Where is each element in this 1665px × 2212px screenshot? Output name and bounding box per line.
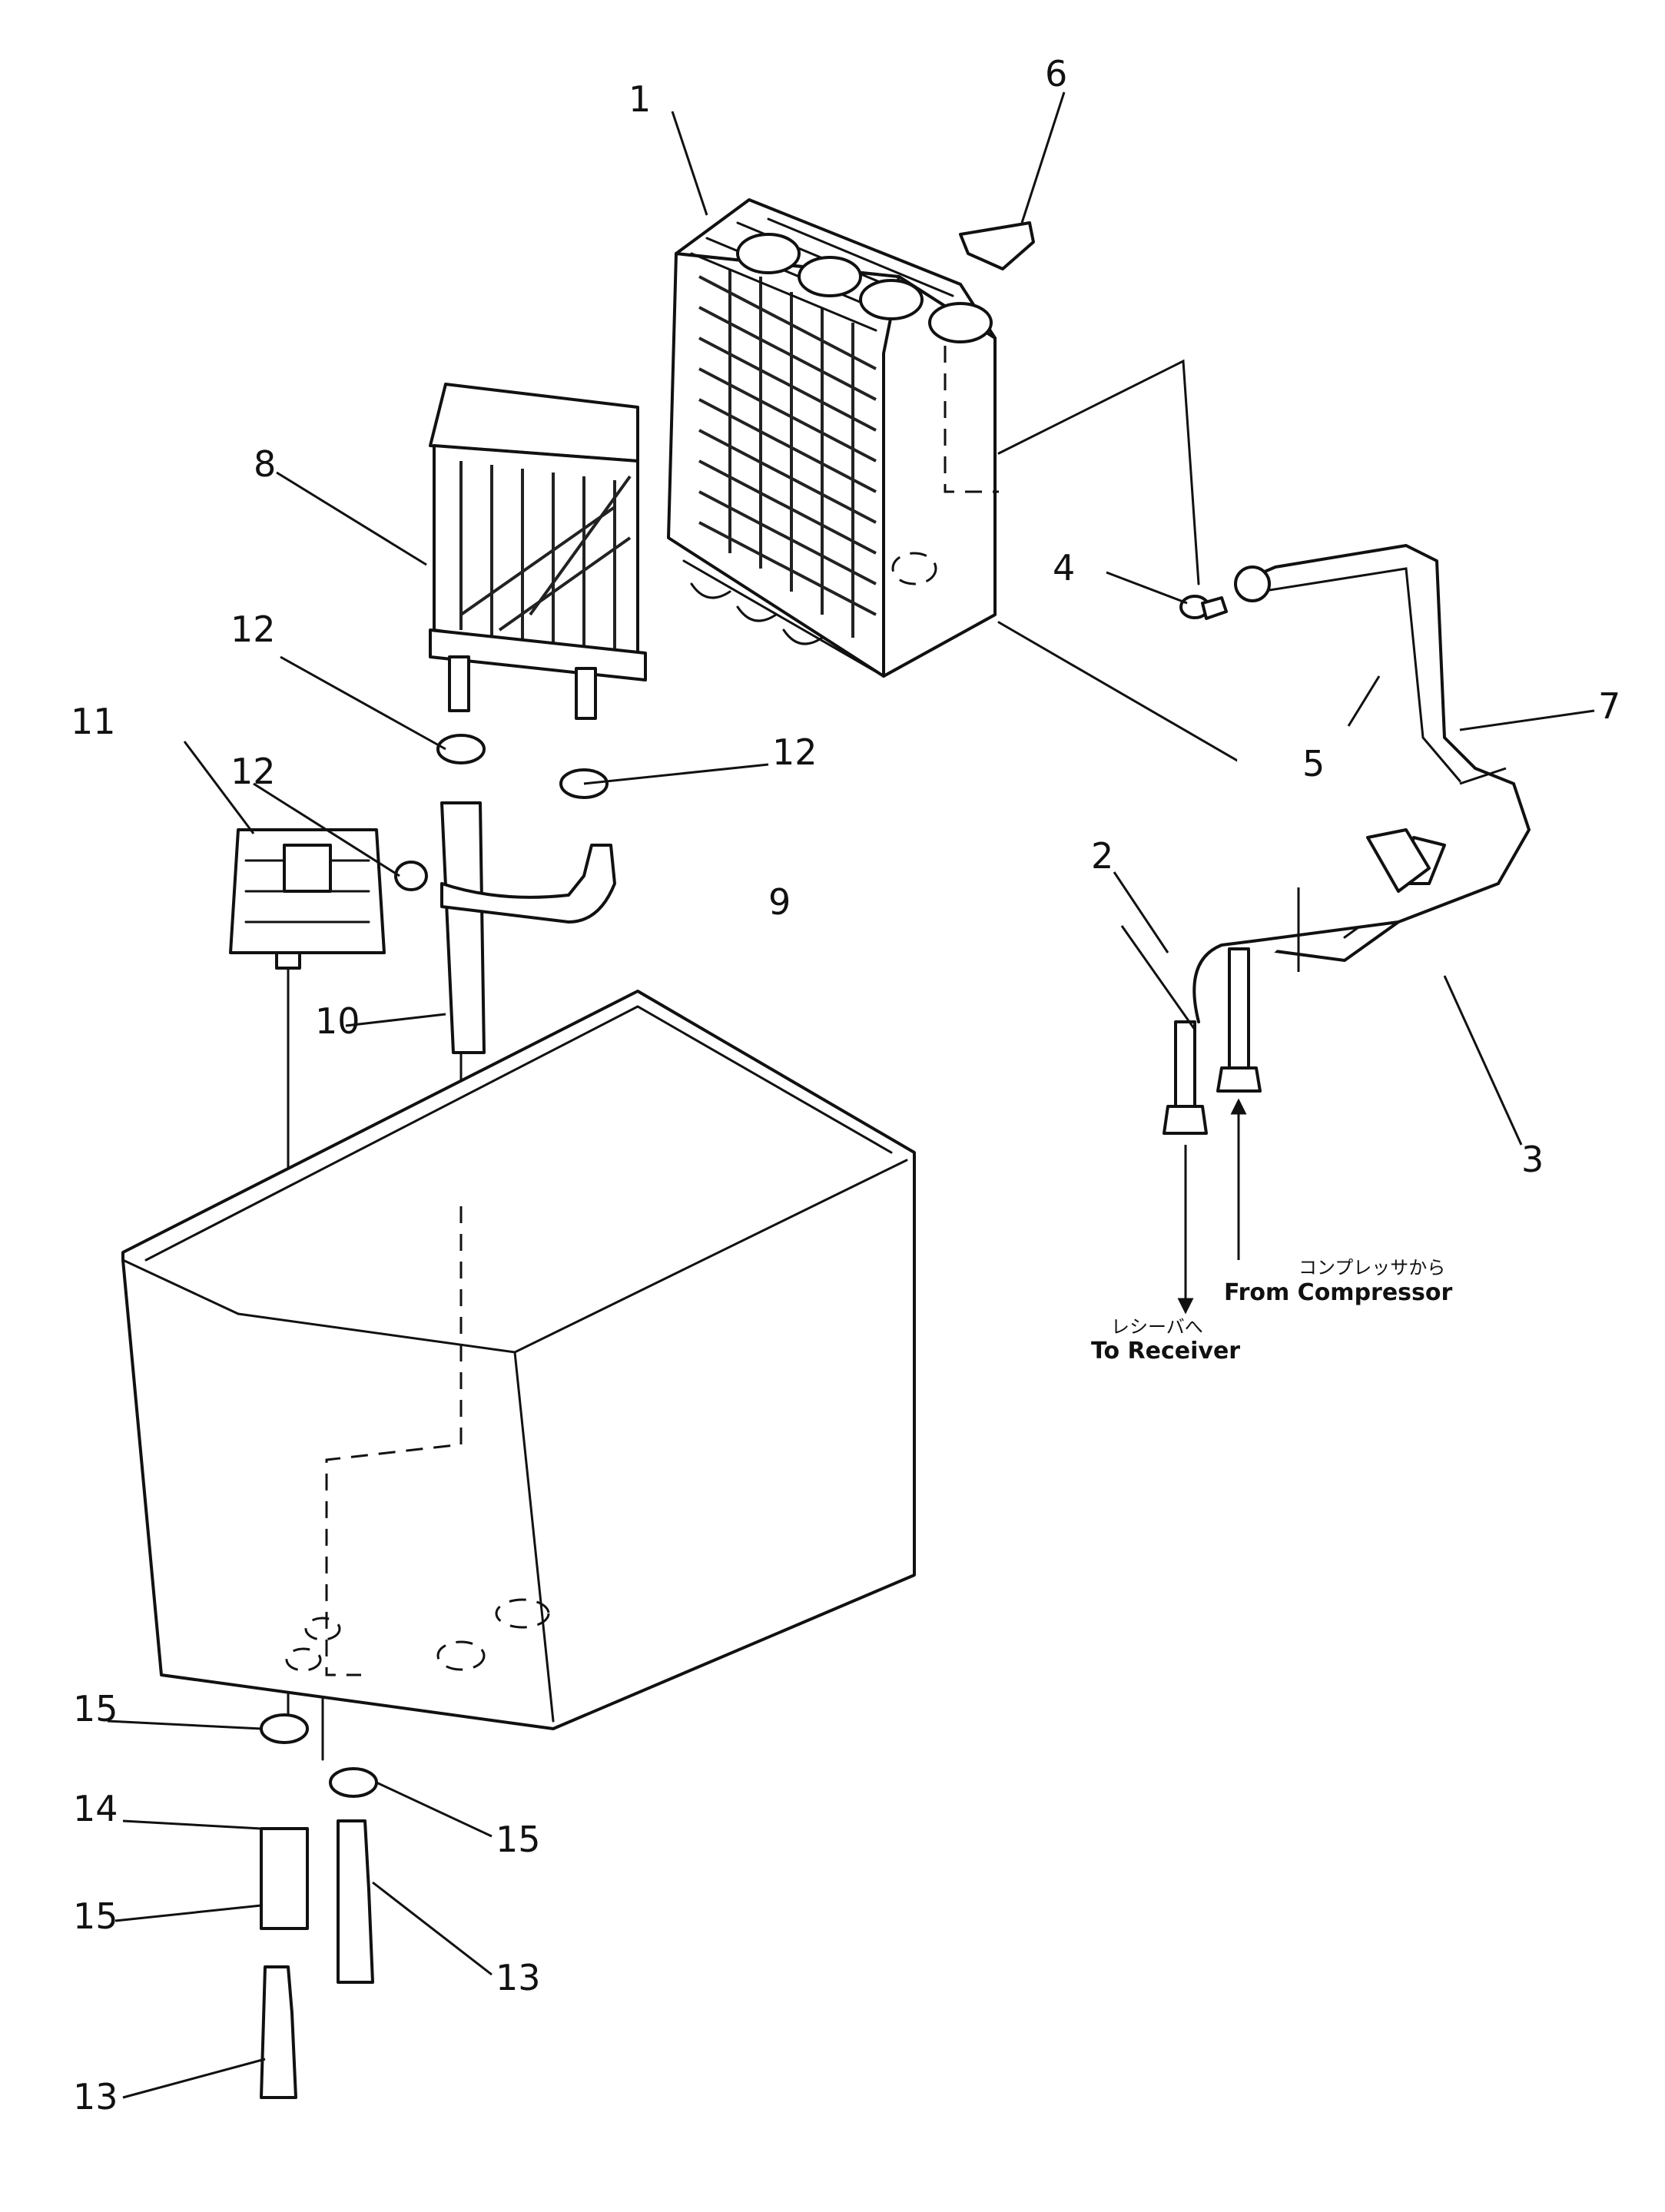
callout-9: 9 [768,881,791,923]
callout-13-bottom: 13 [73,2076,118,2117]
tubes-13-14 [260,1819,374,2099]
callout-2: 2 [1091,835,1113,877]
callout-10: 10 [315,1000,360,1042]
callout-15-bottom: 15 [73,1895,118,1937]
fitting-4 [1179,595,1228,620]
callout-12-left: 12 [231,751,276,792]
evaporator-pipe-loops [736,233,993,343]
callout-15-top: 15 [73,1688,118,1729]
callout-1: 1 [629,78,651,120]
leader-lines [107,91,1595,2099]
callout-15-right: 15 [496,1819,541,1860]
hose-clamps-12 [394,734,609,891]
heater-core-8 [429,383,647,720]
to-receiver-label-en: To Receiver [1091,1338,1240,1365]
refrigerant-pipes [1163,544,1531,1135]
tank-body [121,990,916,1730]
heater-hoses [440,801,616,1054]
from-compressor-label-en: From Compressor [1224,1279,1453,1306]
callout-5: 5 [1302,743,1325,784]
bracket-6 [959,221,1035,270]
callout-12-top: 12 [231,609,276,650]
callout-12-right: 12 [772,731,818,773]
callout-7: 7 [1598,685,1620,727]
callout-3: 3 [1521,1139,1544,1180]
callout-14: 14 [73,1788,118,1829]
callout-13-right: 13 [496,1957,541,1998]
from-compressor-label-jp: コンプレッサから [1299,1257,1445,1278]
callout-11: 11 [71,701,116,742]
callout-6: 6 [1045,53,1067,95]
water-valve-11 [229,828,386,970]
to-receiver-label-jp: レシーバへ [1111,1316,1203,1338]
callout-8: 8 [254,443,276,485]
callout-4: 4 [1053,547,1075,589]
evaporator-unit [667,198,997,678]
